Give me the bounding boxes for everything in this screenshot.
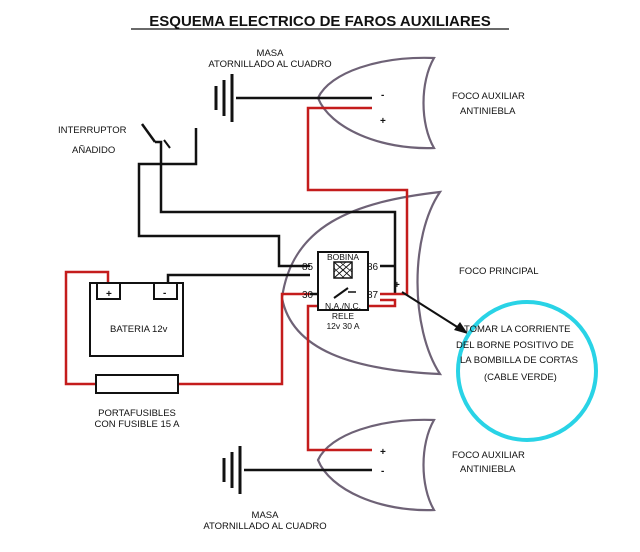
ground-symbol-bottom: [222, 446, 242, 494]
wire-87-to-aux-top: [306, 106, 409, 296]
relay-pin-86: 86: [367, 262, 379, 273]
relay-spec: 12v 30 A: [326, 321, 359, 331]
wire-switch-to-85: [137, 142, 310, 268]
battery-plus: +: [106, 289, 112, 300]
highlight-circle: [456, 300, 598, 442]
main-plus: +: [394, 280, 400, 291]
note-line-1: TOMAR LA CORRIENTE: [464, 324, 570, 335]
wire-switch-to-86: [155, 140, 397, 294]
diagram-title: ESQUEMA ELECTRICO DE FAROS AUXILIARES: [149, 13, 490, 30]
note-line-2: DEL BORNE POSITIVO DE: [456, 340, 574, 351]
pointer-arrow: [401, 291, 468, 334]
main-lamp-label: FOCO PRINCIPAL: [459, 266, 539, 277]
aux-lamp-top: [316, 56, 436, 150]
wire-fuse-to-30: [178, 292, 310, 386]
aux-lamp-bottom: [316, 418, 436, 512]
aux-top-label-1: FOCO AUXILIAR: [452, 91, 525, 102]
aux-top-label-2: ANTINIEBLA: [460, 106, 516, 117]
ground-symbol-top: [214, 74, 234, 122]
battery-minus: -: [163, 288, 166, 299]
portafusibles-label-2: CON FUSIBLE 15 A: [94, 419, 180, 430]
battery: [89, 282, 184, 357]
portafusibles-label-1: PORTAFUSIBLES: [98, 408, 176, 419]
relay-coil-label: BOBINA: [327, 252, 359, 262]
masa-bottom-label-1: MASA: [252, 510, 280, 521]
interruptor-label-2: AÑADIDO: [72, 145, 115, 156]
interruptor-label-1: INTERRUPTOR: [58, 125, 127, 136]
switch-symbol: [140, 123, 198, 149]
relay: [317, 251, 369, 311]
masa-bottom-label-2: ATORNILLADO AL CUADRO: [203, 521, 326, 532]
relay-pin-85: 85: [302, 262, 314, 273]
note-line-3: LA BOMBILLA DE CORTAS: [460, 355, 578, 366]
wire-battery-negative: [166, 273, 310, 283]
relay-pin-30: 30: [302, 290, 314, 301]
aux-top-minus: -: [381, 90, 384, 101]
masa-top-label-1: MASA: [257, 48, 285, 59]
aux-bottom-plus: +: [380, 447, 386, 458]
aux-bottom-minus: -: [381, 466, 384, 477]
aux-bottom-label-1: FOCO AUXILIAR: [452, 450, 525, 461]
battery-label: BATERIA 12v: [110, 324, 168, 335]
note-line-4: (CABLE VERDE): [484, 372, 557, 383]
relay-pin-87: 87: [367, 290, 379, 301]
relay-contact-label: N.A./N.C.: [325, 301, 361, 311]
relay-label: RELE: [332, 311, 355, 321]
fuse-holder: [95, 374, 179, 394]
masa-top-label-2: ATORNILLADO AL CUADRO: [208, 59, 331, 70]
aux-bottom-label-2: ANTINIEBLA: [460, 464, 516, 475]
wire-battery-positive: [64, 270, 110, 386]
aux-top-plus: +: [380, 116, 386, 127]
